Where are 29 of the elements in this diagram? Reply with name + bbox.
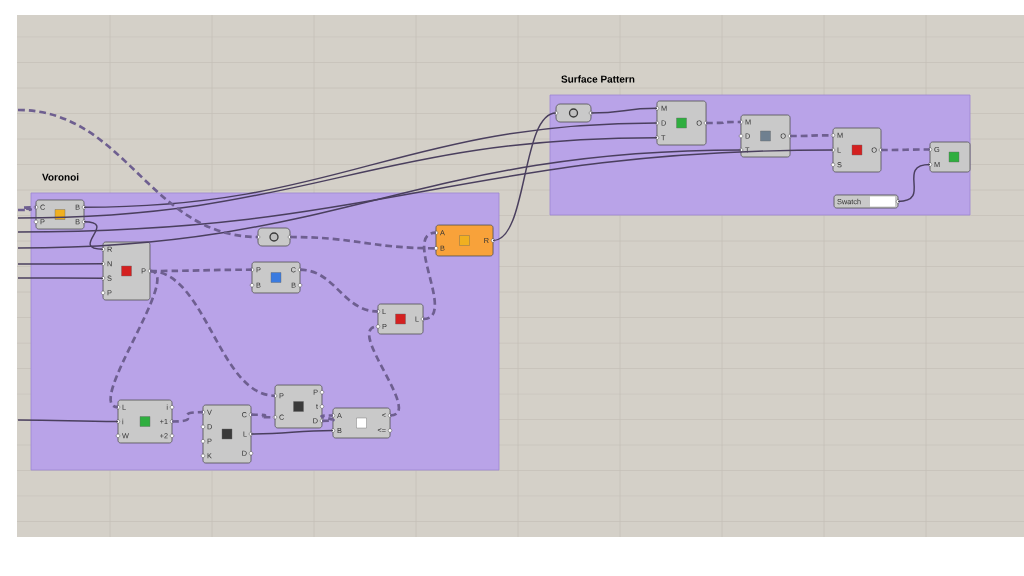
wire	[17, 419, 119, 423]
wire	[17, 149, 742, 249]
node-label: Voronoi	[42, 173, 79, 181]
wire	[109, 269, 159, 409]
wire	[17, 263, 104, 265]
wire	[250, 429, 334, 435]
wire	[171, 410, 204, 423]
wire	[299, 268, 379, 313]
wire	[17, 136, 658, 219]
wire	[290, 235, 437, 250]
wire	[706, 120, 741, 125]
wire	[83, 220, 104, 250]
parameter-box	[255, 227, 293, 247]
wire	[897, 163, 931, 203]
wire	[321, 414, 334, 423]
wire	[149, 269, 276, 398]
parameter-box	[553, 103, 594, 123]
wire	[367, 325, 401, 417]
wire	[881, 148, 930, 152]
wire	[17, 277, 104, 279]
node-label: Surface Pattern	[561, 75, 635, 83]
wire	[251, 413, 275, 419]
wire	[492, 112, 557, 242]
wire	[17, 149, 834, 233]
wire	[83, 122, 658, 209]
wire	[17, 108, 259, 239]
wire	[422, 231, 437, 321]
wire	[18, 205, 36, 212]
wire	[590, 107, 658, 114]
